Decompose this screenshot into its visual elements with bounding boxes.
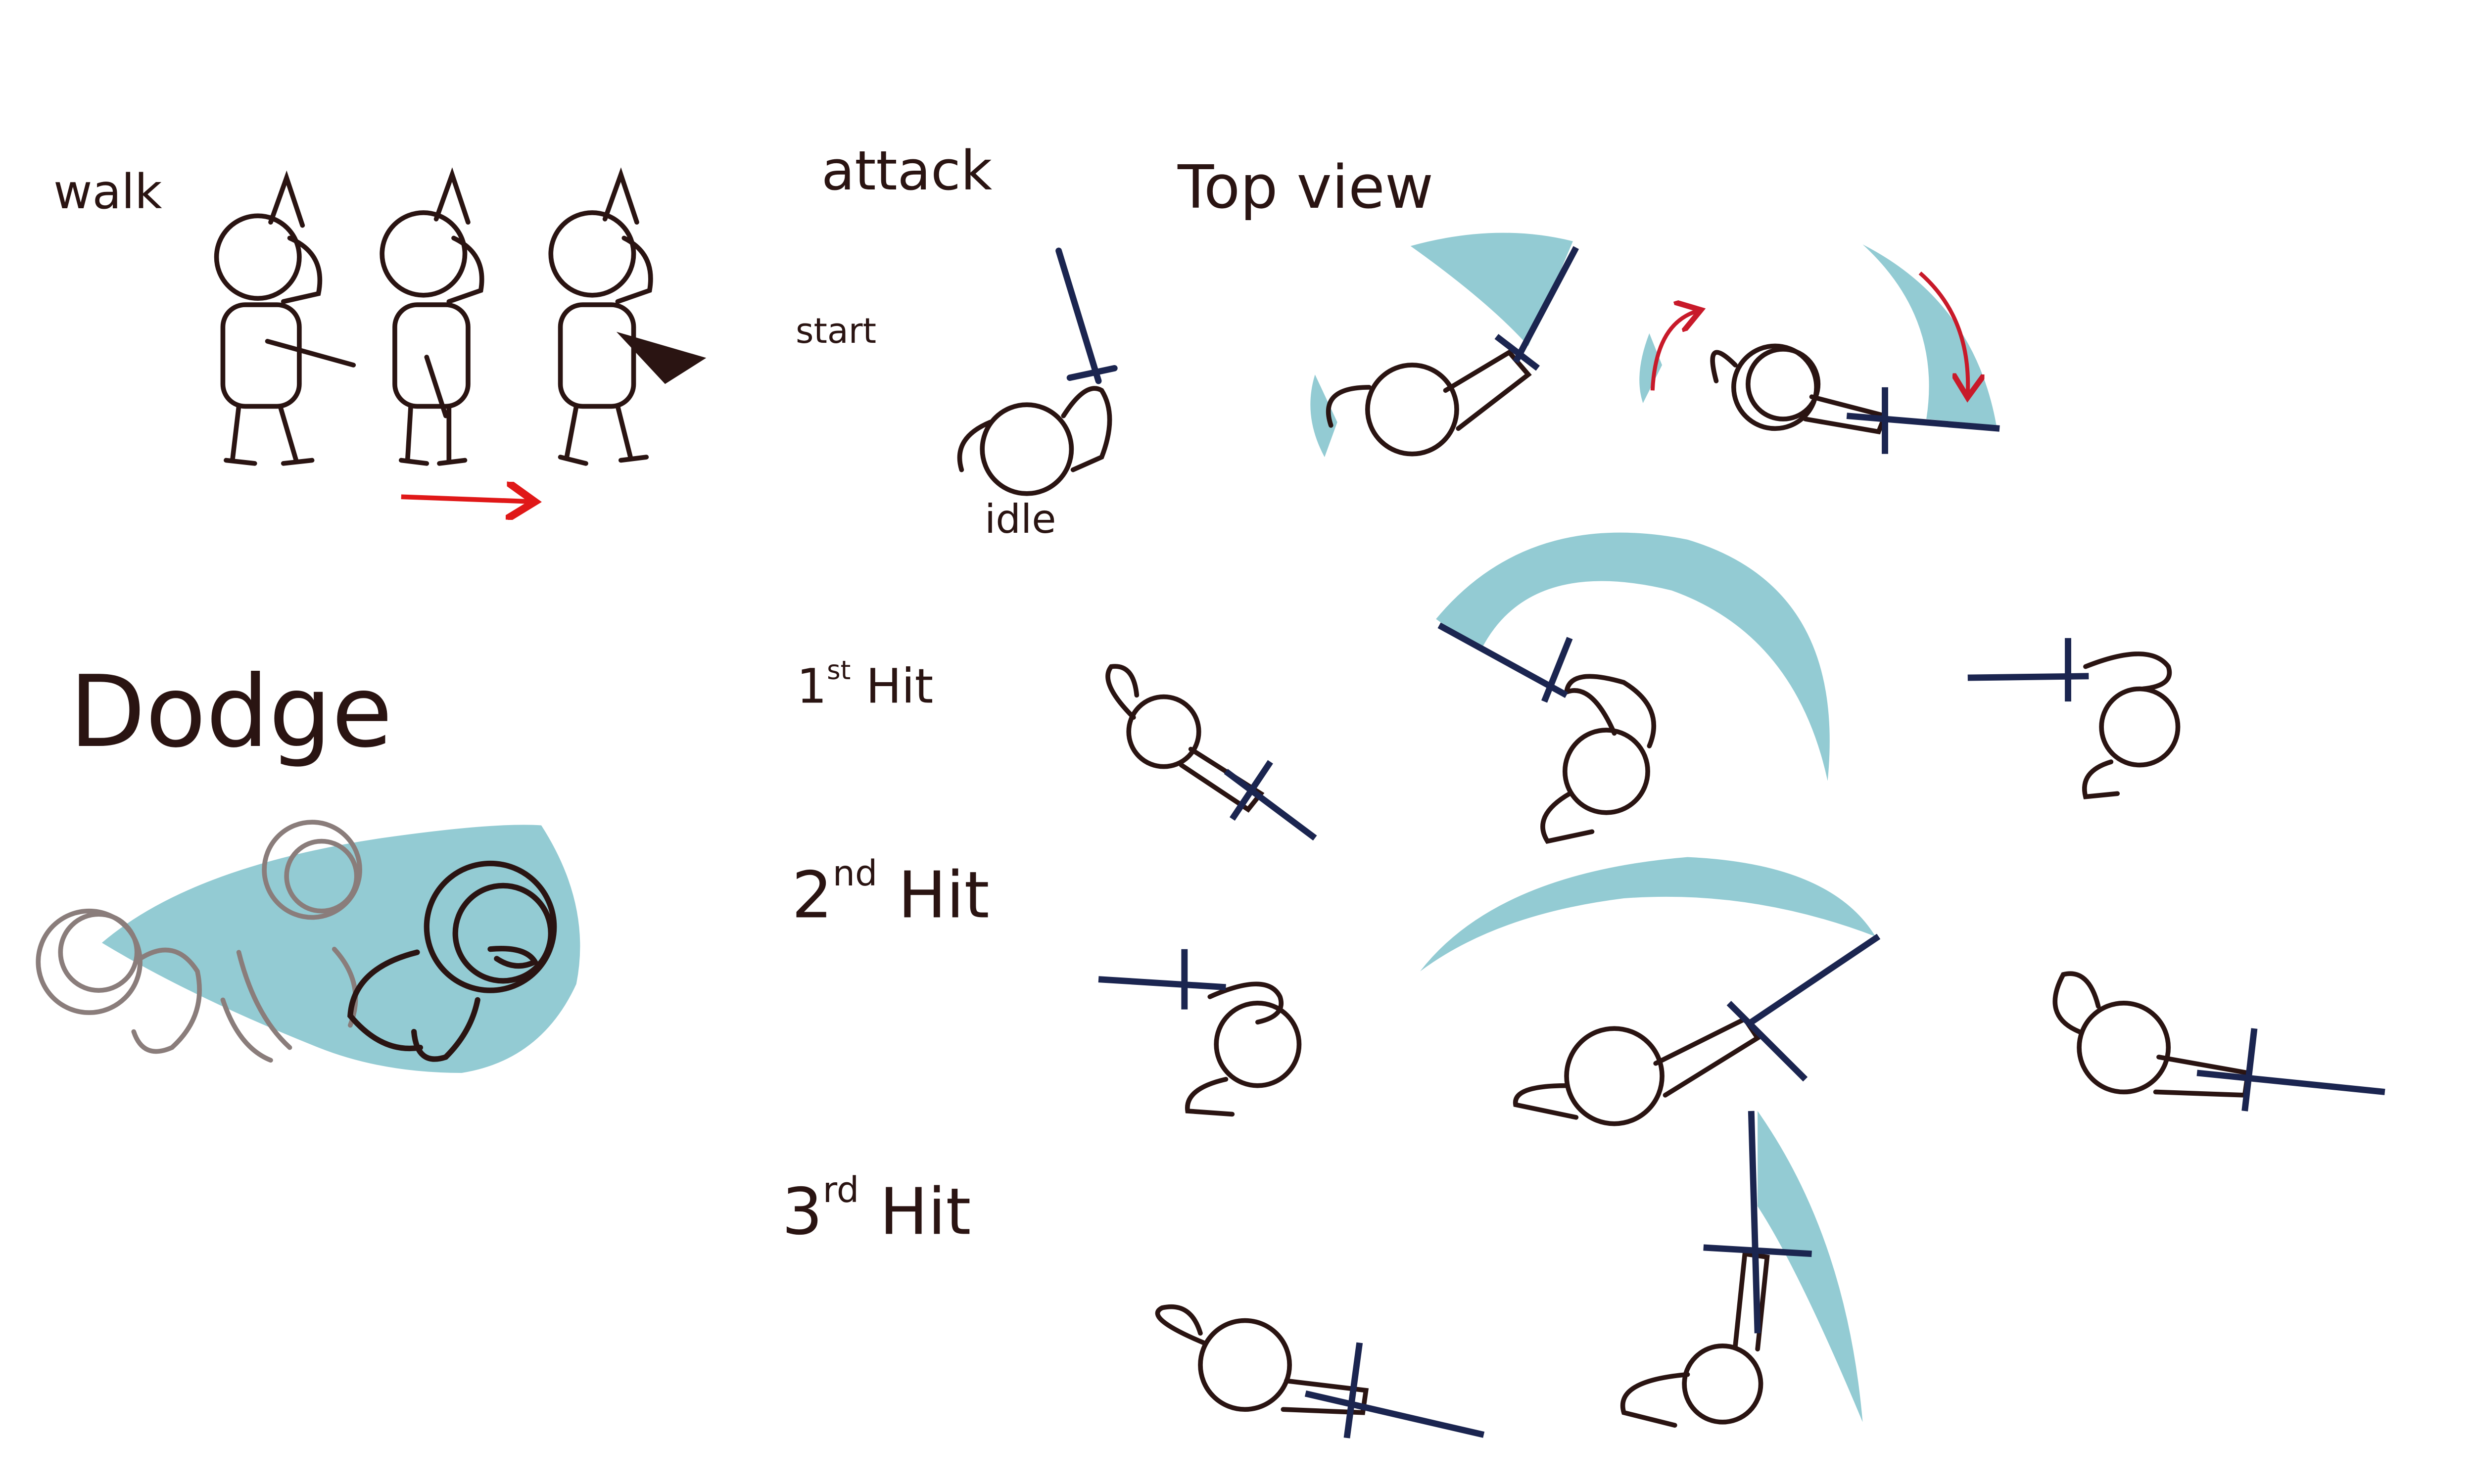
swoosh-trail-icon xyxy=(1639,333,1663,403)
top-view-label: Top view xyxy=(1178,153,1433,222)
hit2-word: Hit xyxy=(898,857,990,933)
walk-frame-1 xyxy=(214,170,356,466)
start-label: start xyxy=(796,311,877,351)
hit3-frame-2 xyxy=(1620,1111,1863,1428)
arrow-icon xyxy=(1918,271,1968,394)
walk-frames xyxy=(214,167,707,466)
hit1-word: Hit xyxy=(865,658,934,714)
hit1-label: 1st Hit xyxy=(797,655,933,710)
walk-frame-2 xyxy=(380,167,484,466)
hit1-frame-3 xyxy=(1967,638,2181,799)
hit3-frame-1 xyxy=(1155,1304,1485,1438)
dodge-label: Dodge xyxy=(69,654,393,770)
start-windup-pose xyxy=(1310,232,1579,458)
hit2-label: 2nd Hit xyxy=(792,853,990,928)
hit1-frame-2 xyxy=(1436,532,1830,844)
swoosh-trail-icon xyxy=(1410,232,1573,346)
dodge-sequence xyxy=(36,820,580,1073)
walk-label: walk xyxy=(53,164,162,220)
idle-label: idle xyxy=(985,496,1056,542)
attack-label: attack xyxy=(821,139,993,202)
hit2-frame-2 xyxy=(1420,857,1881,1126)
hit2-suffix: nd xyxy=(832,853,878,894)
hit3-label: 3rd Hit xyxy=(782,1172,971,1244)
hit1-frame-1 xyxy=(1105,664,1317,841)
hit2-number: 2 xyxy=(792,857,833,933)
walk-direction-arrow xyxy=(401,497,530,502)
walk-frame-3 xyxy=(548,167,707,466)
start-idle-pose xyxy=(957,247,1118,496)
hit1-suffix: st xyxy=(827,655,851,686)
swoosh-trail-icon xyxy=(1758,1111,1863,1422)
hit3-suffix: rd xyxy=(822,1169,859,1210)
swoosh-trail-icon xyxy=(1310,374,1337,458)
start-swing-pose xyxy=(1639,244,2000,454)
hit3-number: 3 xyxy=(782,1174,823,1250)
swoosh-trail-icon xyxy=(1436,532,1830,781)
hit3-word: Hit xyxy=(879,1174,971,1250)
hit1-number: 1 xyxy=(797,658,827,714)
swoosh-trail-icon xyxy=(101,825,580,1073)
arrow-icon xyxy=(1650,311,1697,391)
swoosh-trail-icon xyxy=(1420,857,1876,972)
hit2-frame-3 xyxy=(2052,971,2385,1112)
hit2-frame-1 xyxy=(1098,949,1302,1117)
